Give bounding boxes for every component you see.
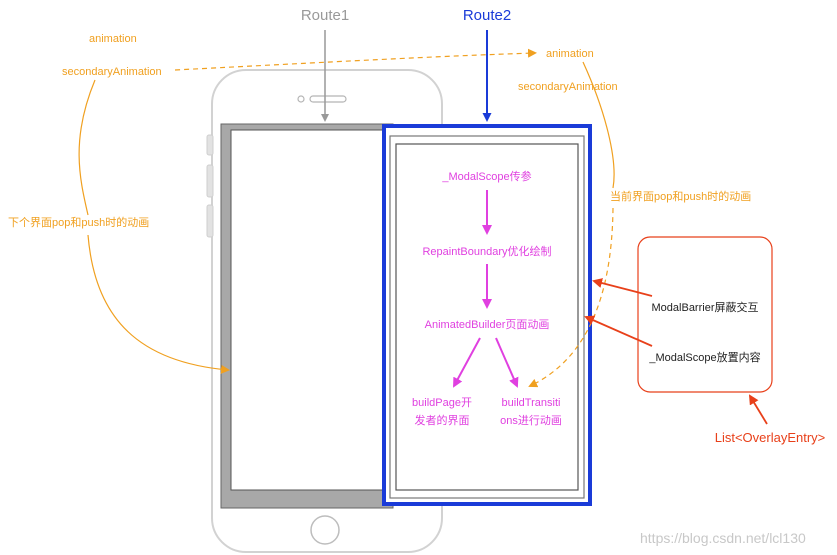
modal-barrier-label: ModalBarrier屏蔽交互 xyxy=(652,300,759,314)
next-page-animation-label: 下个界面pop和push时的动画 xyxy=(8,215,149,229)
route1-label: Route1 xyxy=(301,7,349,24)
secondary-to-animation-arrow xyxy=(174,48,537,71)
animated-builder-node: AnimatedBuilder页面动画 xyxy=(425,318,550,331)
scope-arrow xyxy=(584,315,653,347)
right-animation-label: animation xyxy=(546,48,594,60)
right-animation-connector xyxy=(582,61,615,189)
build-page-node-line1: buildPage开 xyxy=(412,397,472,409)
build-page-node-line2: 发者的界面 xyxy=(415,413,470,427)
speaker-icon xyxy=(309,95,347,103)
build-flow: _ModalScope传参 RepaintBoundary优化绘制 Animat… xyxy=(412,169,562,427)
route1-screen xyxy=(220,123,394,509)
left-secondary-animation-label: secondaryAnimation xyxy=(62,66,162,78)
overlay-entry-group: ModalBarrier屏蔽交互 _ModalScope放置内容 List<Ov… xyxy=(584,236,826,445)
current-page-animation-label: 当前界面pop和push时的动画 xyxy=(610,189,751,203)
next-page-arrow xyxy=(87,234,230,374)
route1-label-group: Route1 xyxy=(301,7,349,122)
repaint-boundary-node: RepaintBoundary优化绘制 xyxy=(422,244,551,258)
barrier-arrow xyxy=(592,278,653,297)
right-animation-notes: animation secondaryAnimation 当前界面pop和pus… xyxy=(518,48,751,388)
overlay-entry-list-label: List<OverlayEntry> xyxy=(715,430,826,445)
home-button-icon[interactable] xyxy=(310,515,340,545)
modal-scope-node: _ModalScope传参 xyxy=(441,169,531,183)
overlay-entry-box xyxy=(637,236,773,393)
route2-screen xyxy=(382,124,592,506)
route2-label-group: Route2 xyxy=(463,7,511,122)
modal-scope-content-label: _ModalScope放置内容 xyxy=(648,350,760,364)
left-secondary-connector xyxy=(78,79,96,216)
left-animation-notes: animation secondaryAnimation 下个界面pop和pus… xyxy=(8,33,537,374)
watermark: https://blog.csdn.net/lcl130 xyxy=(640,530,806,546)
left-animation-label: animation xyxy=(89,33,137,45)
overlay-list-arrow xyxy=(748,394,768,425)
route2-label: Route2 xyxy=(463,7,511,24)
right-secondary-animation-label: secondaryAnimation xyxy=(518,81,618,93)
build-transitions-node-line1: buildTransiti xyxy=(502,397,561,409)
build-transitions-node-line2: ons进行动画 xyxy=(500,414,562,427)
camera-icon xyxy=(297,95,305,103)
flow-arrow-3 xyxy=(453,337,481,388)
flow-arrow-4 xyxy=(495,337,519,388)
